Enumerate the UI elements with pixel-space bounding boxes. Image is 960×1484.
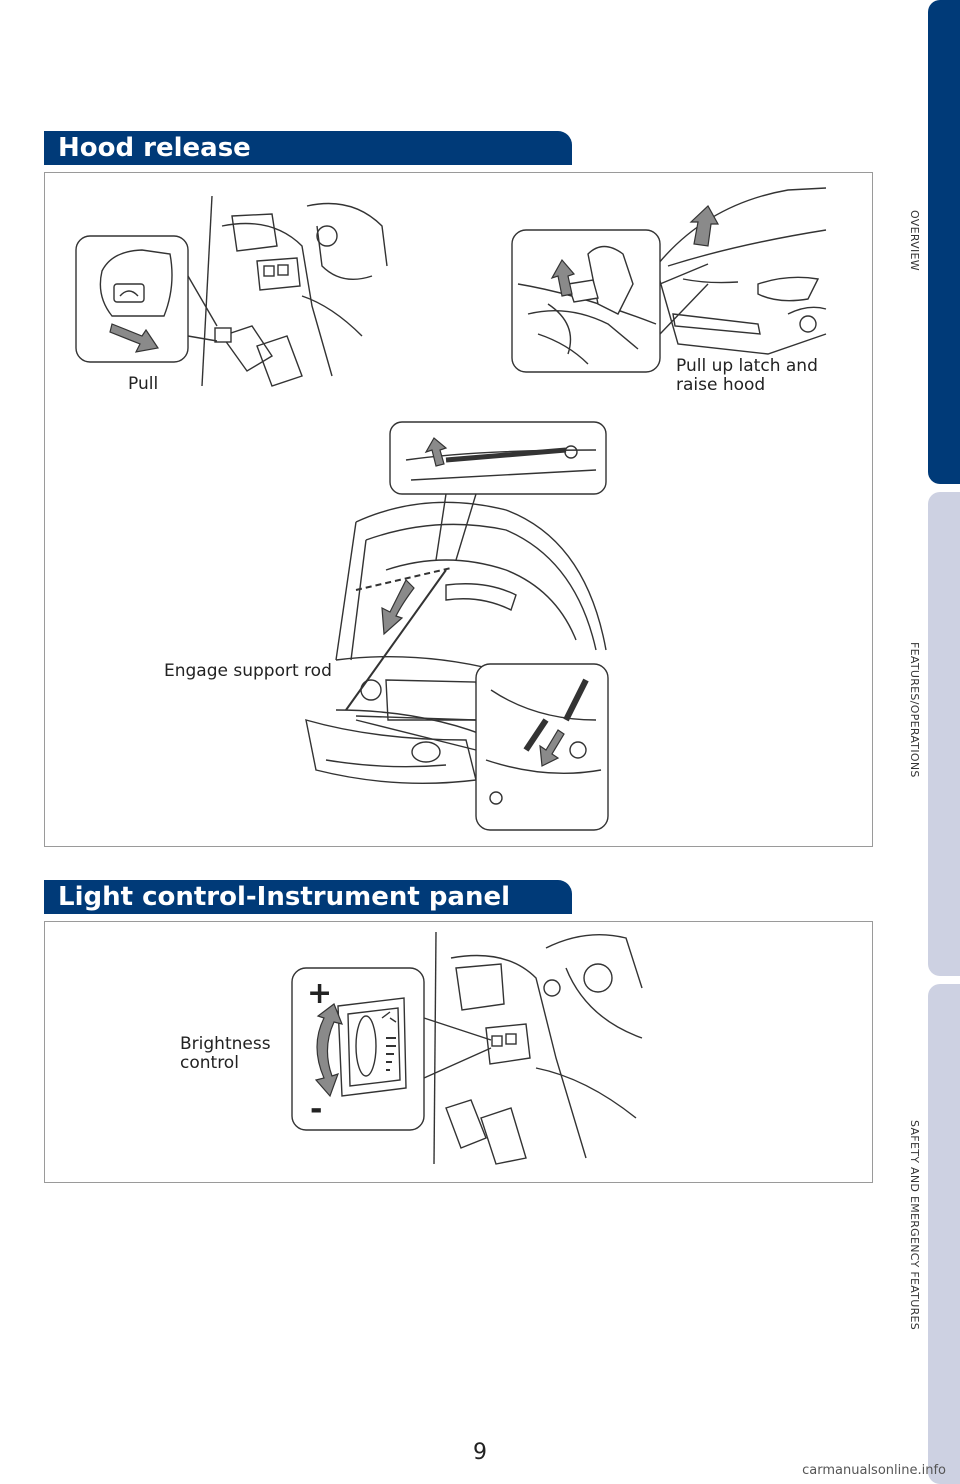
hood-release-lever-illustration [75, 195, 388, 387]
brightness-control-label: Brightness control [180, 1034, 271, 1073]
side-tab-overview-label: OVERVIEW [908, 210, 921, 271]
pull-latch-label: Pull up latch and raise hood [676, 356, 818, 395]
side-tab-features-label: FEATURES/OPERATIONS [908, 642, 921, 778]
watermark: carmanualsonline.info [802, 1463, 946, 1478]
page-number: 9 [473, 1440, 487, 1465]
light-control-title: Light control-Instrument panel [58, 882, 511, 912]
pull-label: Pull [128, 374, 159, 394]
hood-release-header: Hood release [44, 131, 572, 165]
hood-latch-illustration [511, 187, 827, 373]
light-control-header: Light control-Instrument panel [44, 880, 572, 914]
side-tab-features[interactable] [928, 492, 960, 976]
side-tab-overview[interactable] [928, 0, 960, 484]
brightness-minus-label: - [310, 1092, 323, 1127]
light-control-panel [44, 921, 873, 1183]
support-rod-illustration [305, 421, 609, 831]
brightness-control-illustration [291, 931, 643, 1165]
side-tab-safety[interactable] [928, 984, 960, 1484]
hood-release-title: Hood release [58, 133, 251, 163]
brightness-plus-label: + [307, 976, 333, 1011]
side-tab-safety-label: SAFETY AND EMERGENCY FEATURES [908, 1120, 921, 1331]
engage-support-rod-label: Engage support rod [164, 661, 332, 681]
